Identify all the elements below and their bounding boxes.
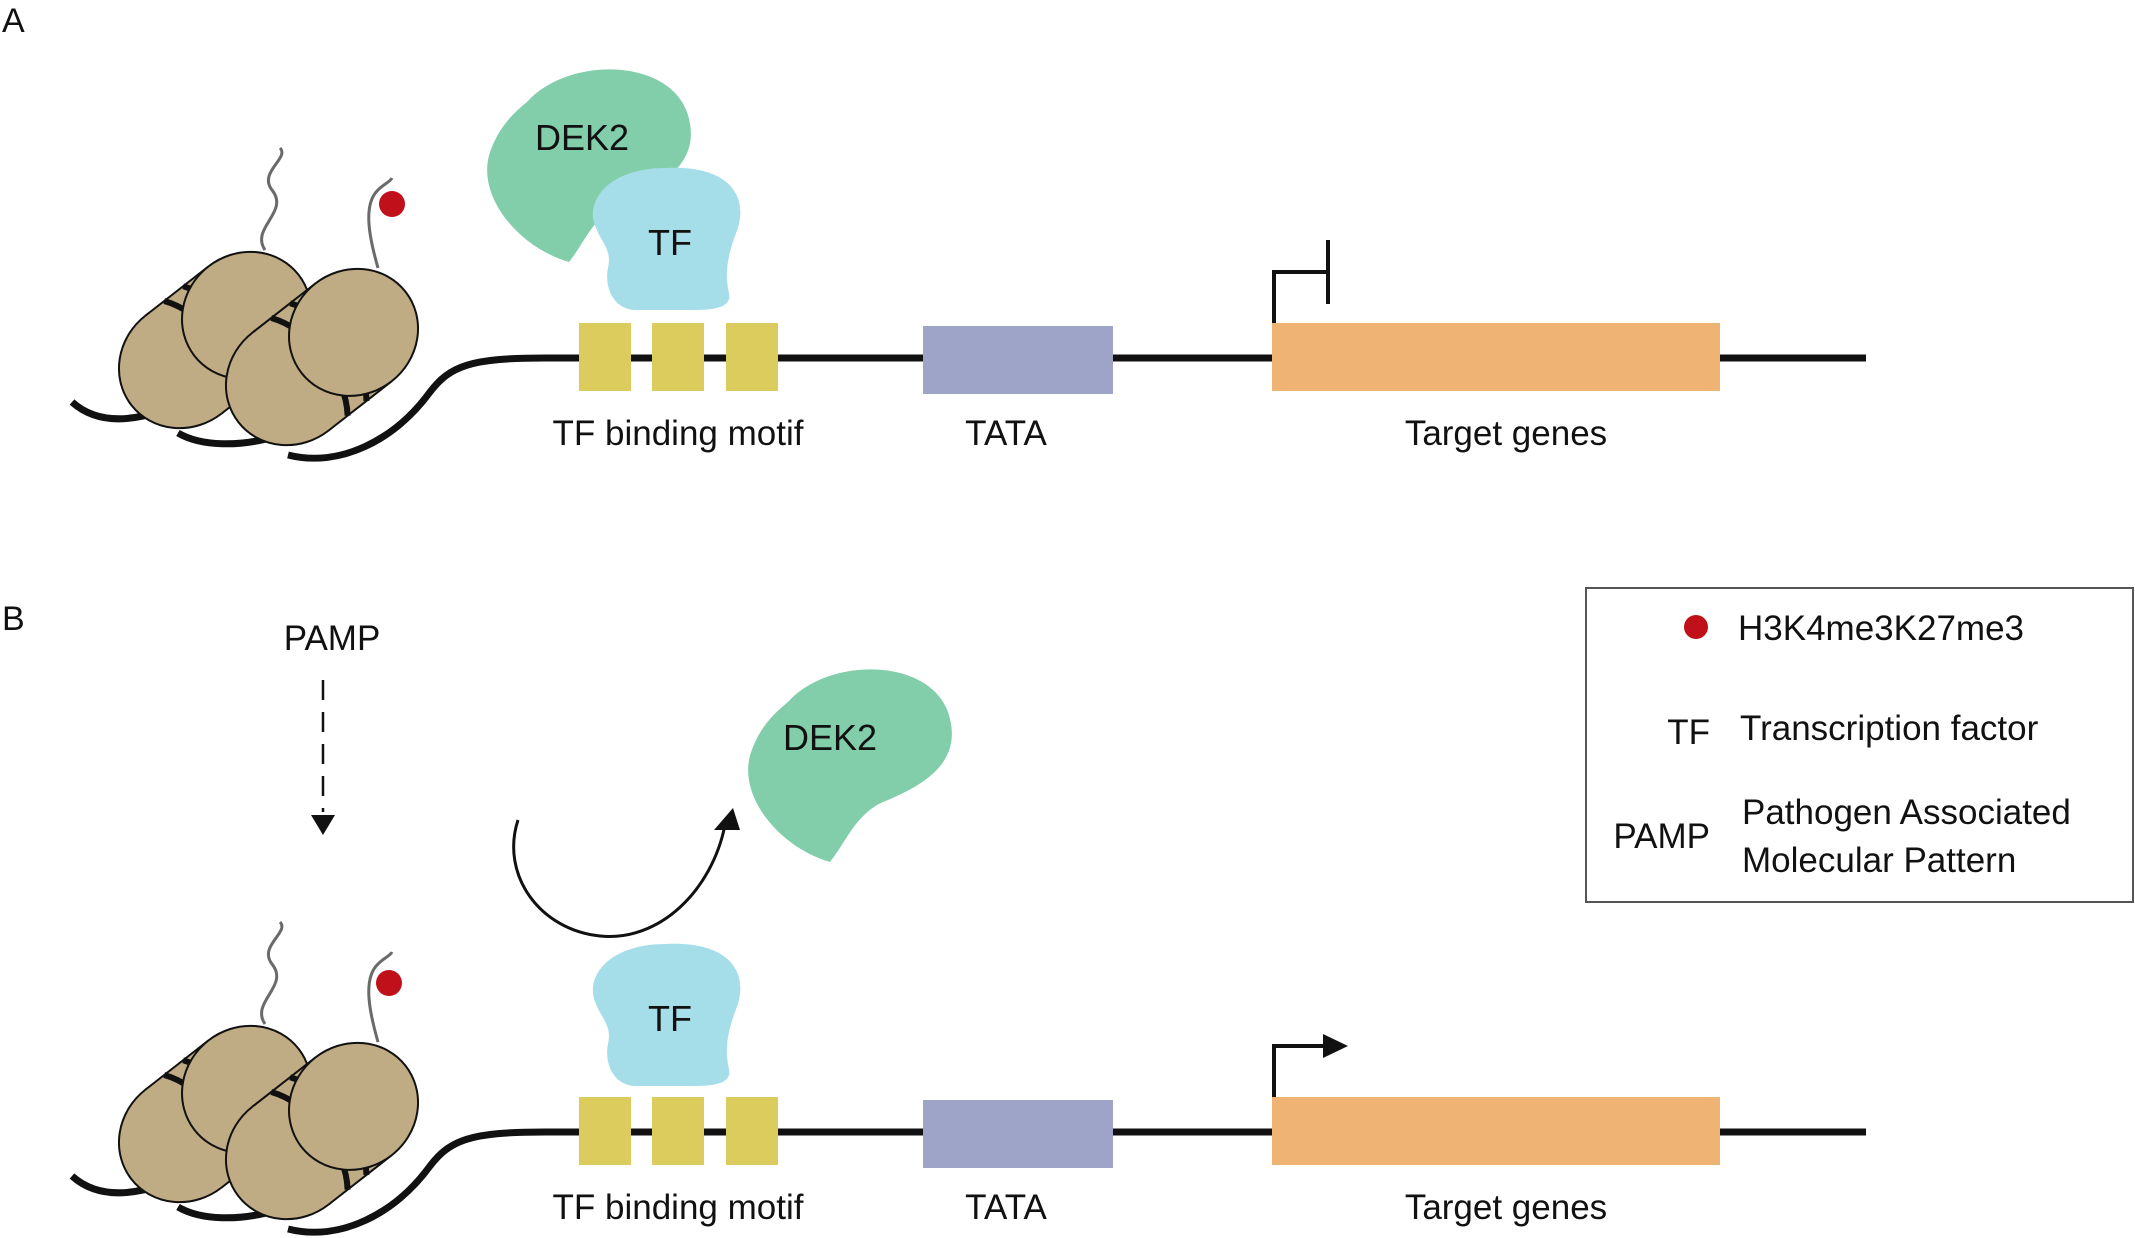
histone-mark-icon-b	[376, 970, 402, 996]
legend-item-histone-mark: H3K4me3K27me3	[1684, 609, 2024, 648]
gene-label: Target genes	[1405, 414, 1607, 453]
tf-protein-b: TF	[592, 943, 741, 1086]
motif-label-b: TF binding motif	[553, 1188, 804, 1227]
tf-binding-motif	[579, 323, 778, 391]
target-gene-block	[1272, 323, 1720, 391]
tf-label: TF	[648, 222, 692, 263]
panel-a-label: A	[2, 2, 25, 40]
tf-label-b: TF	[648, 998, 692, 1039]
nucleosome-pair	[72, 148, 545, 471]
motif-label: TF binding motif	[553, 414, 804, 453]
tata-box	[923, 326, 1113, 394]
dek2-label: DEK2	[535, 117, 629, 158]
legend-box: H3K4me3K27me3 TF Transcription factor PA…	[1585, 587, 2134, 903]
pamp-signal-label: PAMP	[284, 619, 381, 658]
pamp-arrow-icon	[311, 680, 335, 835]
dek2-protein: DEK2	[487, 69, 691, 262]
histone-mark-icon	[379, 191, 405, 217]
tata-label-b: TATA	[965, 1188, 1047, 1227]
release-arrow-icon	[512, 808, 740, 938]
tata-label: TATA	[965, 414, 1047, 453]
gene-label-b: Target genes	[1405, 1188, 1607, 1227]
panel-b-label: B	[2, 600, 25, 638]
legend-desc-3b: Molecular Pattern	[1742, 841, 2016, 880]
repressed-promoter-icon	[1272, 240, 1330, 323]
legend-item-tf: TF Transcription factor	[1667, 709, 2038, 752]
nucleosome-pair-b	[72, 922, 545, 1238]
dek2-released-label: DEK2	[783, 717, 877, 758]
tf-protein: TF	[592, 167, 741, 310]
legend-key-3: PAMP	[1613, 817, 1710, 856]
legend-desc-2: Transcription factor	[1740, 709, 2039, 748]
legend-desc-3a: Pathogen Associated	[1742, 793, 2071, 832]
dek2-protein-released: DEK2	[748, 669, 952, 862]
target-gene-block-b	[1272, 1097, 1720, 1165]
tf-binding-motif-b	[579, 1097, 778, 1165]
active-promoter-icon	[1272, 1034, 1348, 1097]
legend-item-pamp: PAMP Pathogen Associated Molecular Patte…	[1613, 793, 2070, 880]
panel-b: B PAMP DEK2	[2, 600, 1866, 1238]
panel-a: A DEK2 TF TF binding motif TATA Target g…	[2, 2, 1866, 471]
tata-box-b	[923, 1100, 1113, 1168]
red-dot-icon	[1684, 615, 1708, 639]
legend-key-2: TF	[1667, 713, 1710, 752]
legend-desc-1: H3K4me3K27me3	[1738, 609, 2024, 648]
